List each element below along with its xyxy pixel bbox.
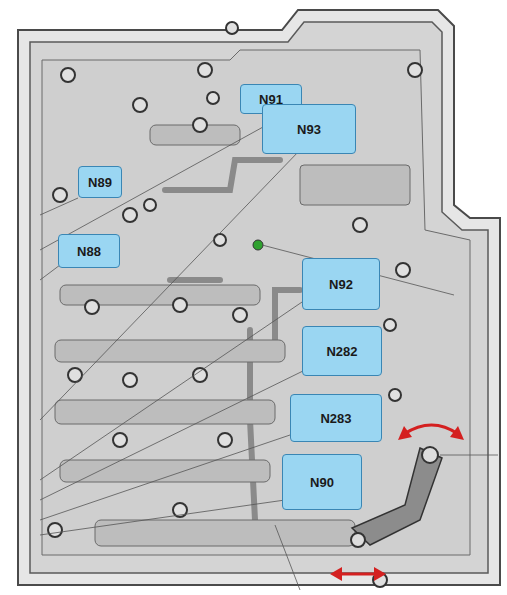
solenoid-valve: N93 [262,104,356,154]
leader-lines [40,116,498,590]
lever-pivot [422,447,438,463]
solenoid-label: N89 [88,176,112,189]
solenoid-valve: N88 [58,234,120,268]
solenoid-label: N90 [310,476,334,489]
bolts [48,22,422,587]
solenoid-valve: N282 [302,326,382,376]
solenoid-valve: N89 [78,166,122,198]
lever-pin [351,533,365,547]
valve-plate [42,50,470,555]
selector-lever [352,448,442,545]
green-plug [253,240,263,250]
solenoid-label: N88 [77,245,101,258]
solenoid-valve: N90 [282,454,362,510]
spool-valves [55,125,410,546]
housing-inner [30,22,488,573]
solenoid-label: N92 [329,278,353,291]
solenoid-label: N93 [297,123,321,136]
solenoid-label: N282 [326,345,357,358]
housing-outline [18,10,500,585]
solenoid-valve: N92 [302,258,380,310]
solenoid-valve: N283 [290,394,382,442]
solenoid-label: N283 [320,412,351,425]
